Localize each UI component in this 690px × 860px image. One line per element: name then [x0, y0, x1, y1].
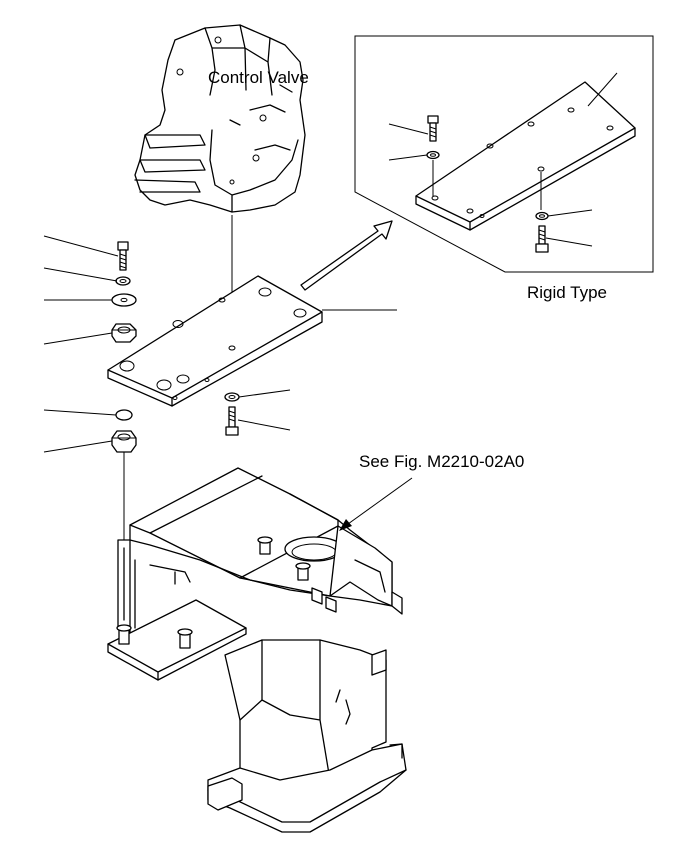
leaders-left	[43, 235, 119, 453]
inset-plate	[415, 81, 636, 231]
rigid-type-inset	[354, 35, 654, 273]
bolt-left	[117, 241, 129, 271]
leaders-below-plate	[237, 389, 291, 431]
inset-bolt-top	[427, 115, 439, 142]
inset-washer-bottom	[535, 211, 549, 221]
ring-lower-left	[115, 409, 133, 421]
washer-large-left	[111, 293, 137, 307]
leader-see-fig	[339, 477, 413, 531]
control-valve-body	[134, 24, 306, 213]
label-see-fig-reference: See Fig. M2210-02A0	[359, 452, 525, 471]
label-rigid-type: Rigid Type	[527, 283, 608, 302]
nut-lower-left	[111, 430, 137, 453]
mounting-plate	[107, 275, 323, 407]
inset-border	[354, 35, 654, 273]
frame-structure	[107, 467, 407, 833]
inset-bolt-bottom	[535, 225, 549, 253]
washer-small-left	[115, 276, 131, 286]
washer-below-plate	[224, 392, 240, 402]
inset-leaders	[388, 72, 618, 247]
arrow-to-inset	[300, 220, 393, 291]
nut-left	[111, 323, 137, 343]
bolt-below-plate	[225, 406, 239, 436]
inset-washer-top	[426, 150, 440, 160]
label-control-valve: Control Valve	[208, 68, 309, 87]
